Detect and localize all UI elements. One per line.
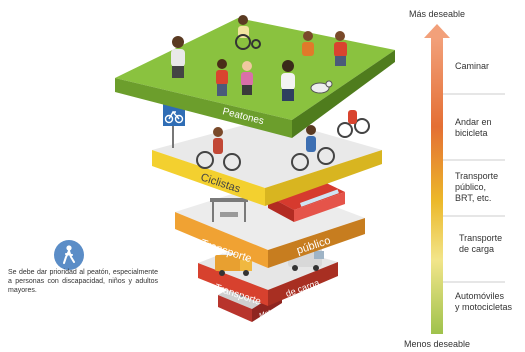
scale-label-line: y motocicletas	[455, 302, 513, 312]
scale-label-automoviles: Automóviles y motocicletas	[455, 291, 512, 313]
dog-figure	[310, 80, 333, 94]
pedestrian-figure	[334, 31, 347, 66]
scale-label-line: Transporte	[455, 171, 499, 181]
scale-bottom-label: Menos deseable	[404, 339, 470, 349]
pedestrian-icon	[54, 240, 84, 270]
pedestrian-priority-note: Se debe dar prioridad al peatón, especia…	[8, 269, 158, 294]
scale-label-line: bicicleta	[455, 128, 488, 138]
bus-stop-icon	[210, 198, 248, 222]
cyclist-icon	[291, 125, 335, 171]
scale-label-line: Automóviles	[455, 291, 505, 301]
pedestrian-figure	[302, 31, 314, 56]
level-ciclistas: Ciclistas	[152, 110, 382, 206]
scale-label-transporte-carga: Transporte de carga	[459, 233, 502, 255]
pedestrian-figure	[216, 59, 228, 96]
desirability-scale: Más deseable Menos deseable	[404, 9, 505, 349]
scale-label-bicicleta: Andar en bicicleta	[455, 117, 492, 139]
pedestrian-figure	[241, 61, 253, 95]
pedestrian-figure	[171, 36, 185, 78]
scale-label-caminar: Caminar	[455, 61, 489, 72]
scale-label-line: Transporte	[459, 233, 503, 243]
cyclist-icon	[337, 110, 370, 138]
truck-icon	[215, 255, 252, 276]
scale-label-line: Andar en	[455, 117, 492, 127]
scale-top-label: Más deseable	[409, 9, 465, 19]
level-peatones: Peatones	[115, 15, 395, 138]
pedestrian-figure	[281, 60, 295, 101]
scale-dividers	[443, 93, 505, 283]
scale-arrow-head	[424, 24, 450, 38]
cyclist-icon	[196, 127, 241, 171]
bicycle-sign-icon	[163, 104, 185, 148]
wheelchair-user-figure	[235, 15, 261, 50]
scale-label-line: BRT, etc.	[455, 193, 492, 203]
scale-label-line: público,	[455, 182, 487, 192]
scale-arrow-shaft	[431, 38, 443, 334]
scale-label-line: de carga	[459, 244, 495, 254]
scale-label-line: Caminar	[455, 61, 490, 71]
scale-label-transporte-publico: Transporte público, BRT, etc.	[455, 171, 498, 204]
